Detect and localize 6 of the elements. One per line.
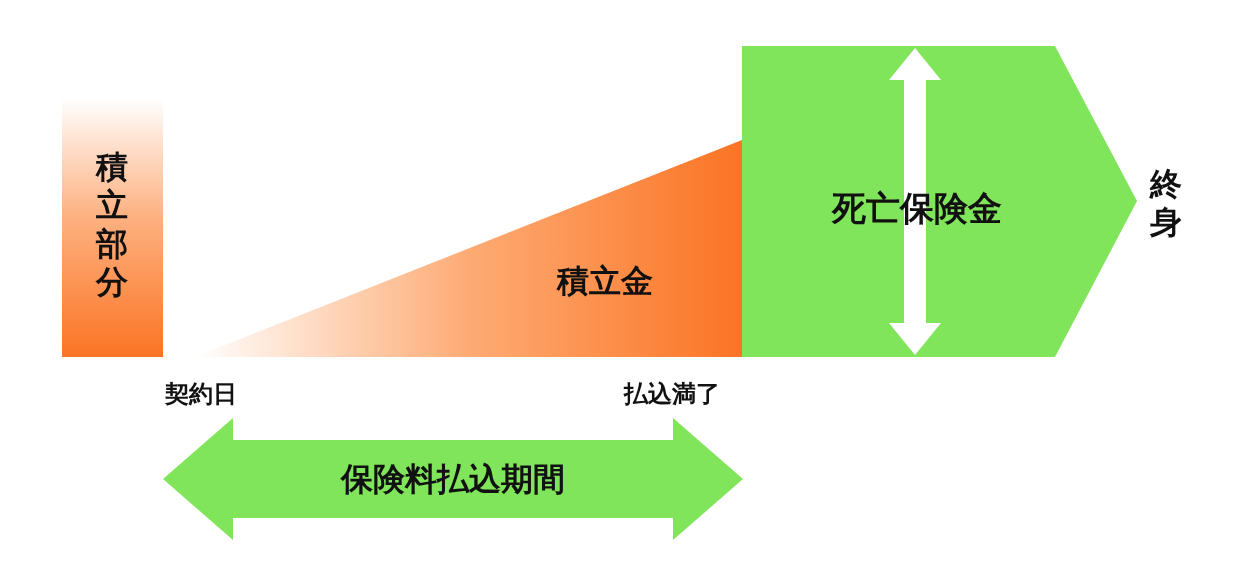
axis-label: 払込満了 (624, 379, 720, 410)
node-label: 保険料払込期間 (339, 459, 566, 500)
axis-label: 終身 (1150, 165, 1182, 242)
axis-label: 契約日 (165, 379, 237, 410)
node-label: 積立金 (555, 261, 654, 302)
node-label: 積立部分 (96, 148, 128, 302)
